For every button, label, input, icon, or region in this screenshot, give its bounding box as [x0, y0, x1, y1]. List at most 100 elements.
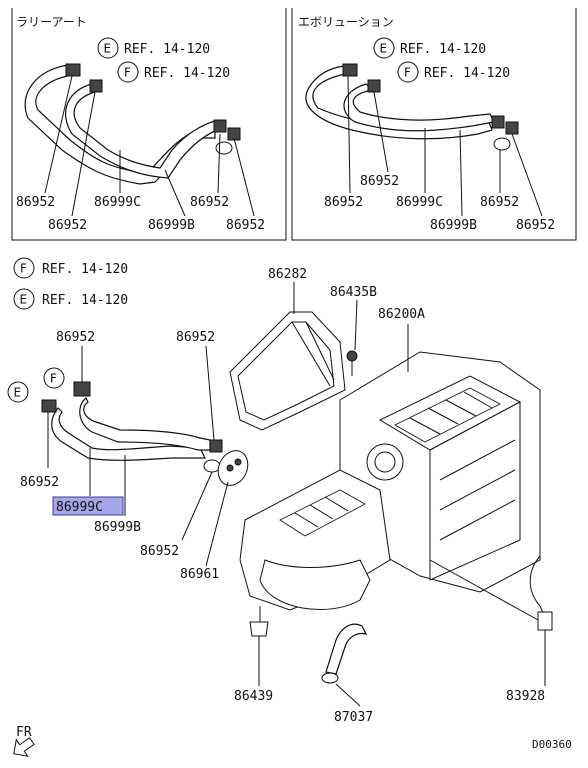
ref-f-text: REF. 14-120 [424, 66, 510, 81]
highlight-86999c[interactable] [52, 496, 124, 516]
hose-ref-f: F [50, 372, 57, 386]
duct-rib [291, 321, 331, 387]
blower-housing [239, 469, 391, 622]
blower-fan-case [259, 559, 371, 610]
ref-f-circle [13, 257, 35, 279]
grille-line [324, 496, 349, 512]
duct-rib [305, 321, 335, 381]
label-86435b: 86435B [330, 285, 377, 300]
label-86999c[interactable]: 86999C [56, 500, 103, 515]
label-86952: 86952 [48, 218, 87, 233]
ref-f-text: REF. 14-120 [144, 66, 230, 81]
ref-e-text: REF. 14-120 [400, 42, 486, 57]
sensor-83928: 83928 [429, 555, 553, 704]
leader [335, 683, 361, 707]
inset-title: エボリューション [298, 15, 394, 29]
grille-line [427, 407, 459, 425]
leader [233, 137, 255, 217]
drain-hose-87037: 87037 [321, 623, 373, 725]
unit-blower-hub [374, 451, 396, 473]
clamp-e-rallyart [65, 63, 81, 77]
label-86952: 86952 [480, 195, 519, 210]
clamp-lower [203, 459, 221, 473]
unit-rib [439, 469, 516, 511]
unit-rib [439, 439, 516, 481]
label-86952: 86952 [226, 218, 265, 233]
ref-e-letter: E [20, 293, 28, 307]
ref-e-circle [97, 37, 119, 59]
drain-86439: 86439 [234, 621, 273, 704]
ref-f-circle [43, 367, 65, 389]
label-86952: 86952 [140, 544, 179, 559]
main-hose-assembly: F E 86952 86952 86952 86999C 86999B 8695… [7, 330, 223, 559]
ref-f-text: REF. 14-120 [42, 262, 128, 277]
leader [205, 345, 215, 441]
leader [205, 481, 229, 567]
ref-e-circle [13, 288, 35, 310]
screw-86435b: 86435B [330, 285, 377, 376]
leader [347, 75, 351, 194]
front-direction: FR [13, 725, 35, 757]
leader [217, 133, 221, 194]
leader [354, 299, 358, 351]
label-86952: 86952 [20, 475, 59, 490]
leader [511, 133, 543, 217]
label-86952: 86952 [516, 218, 555, 233]
clamp-f-rallyart [89, 79, 103, 93]
label-86200a: 86200A [378, 307, 425, 322]
clamp-e [41, 399, 57, 413]
clamp-right-low [493, 137, 511, 151]
label-86952: 86952 [324, 195, 363, 210]
label-86999b: 86999B [94, 520, 141, 535]
ref-e-letter: E [380, 42, 388, 56]
hose-86999b-evolution [343, 83, 495, 132]
leader [44, 75, 73, 194]
sensor-wire [529, 555, 547, 621]
ref-f-letter: F [404, 66, 411, 80]
leader [181, 471, 213, 541]
ref-e-circle [373, 37, 395, 59]
drain-plug [249, 621, 269, 637]
unit-grille [394, 387, 501, 443]
sensor-connector [537, 611, 553, 631]
duct-inner [237, 321, 335, 421]
clamp-right [209, 439, 223, 453]
ref-e-letter: E [104, 42, 112, 56]
inset-frame-right [291, 8, 577, 241]
gasket-86961: 86961 [180, 450, 249, 582]
label-86952: 86952 [360, 174, 399, 189]
label-86961: 86961 [180, 567, 219, 582]
hose-ref-e: E [14, 386, 22, 400]
duct-86282: 86282 [229, 267, 346, 431]
ref-f-circle [397, 61, 419, 83]
clamp-right-top [491, 115, 505, 129]
ref-e-text: REF. 14-120 [42, 293, 128, 308]
label-86952: 86952 [190, 195, 229, 210]
label-86999b: 86999B [148, 218, 195, 233]
ref-f-letter: F [20, 262, 27, 276]
grille-line [409, 417, 441, 435]
clamp-right-mid [505, 121, 519, 135]
ref-f-letter: F [124, 66, 131, 80]
label-86439: 86439 [234, 689, 273, 704]
label-83928: 83928 [506, 689, 545, 704]
label-86999c: 86999C [396, 195, 443, 210]
main-refs: F REF. 14-120 E REF. 14-120 [13, 257, 128, 310]
hose-86999b [79, 397, 211, 451]
inset-rallyart: ラリーアート E REF. 14-120 F REF. 14-120 86952… [11, 8, 287, 241]
inset-evolution: エボリューション E REF. 14-120 F REF. 14-120 869… [291, 8, 577, 241]
grille-line [294, 512, 319, 528]
inset-title: ラリーアート [16, 15, 87, 29]
label-86952: 86952 [176, 330, 215, 345]
grille-line [445, 399, 477, 417]
clamp-f [73, 381, 91, 397]
leader [71, 91, 96, 217]
label-86952: 86952 [56, 330, 95, 345]
diagram-code: D00360 [532, 738, 572, 751]
unit-rib [439, 499, 516, 541]
fr-label: FR [16, 725, 32, 740]
leader [164, 169, 186, 217]
label-87037: 87037 [334, 710, 373, 725]
screw-head [346, 350, 358, 362]
clamp-e-evolution [342, 63, 358, 77]
